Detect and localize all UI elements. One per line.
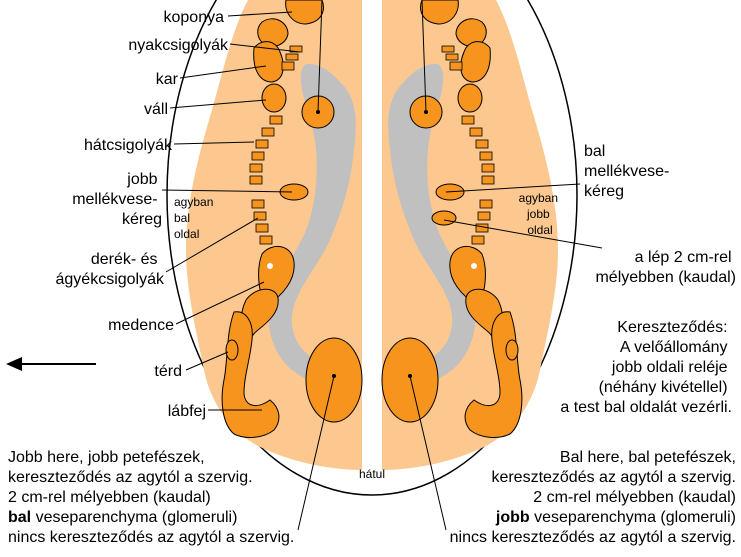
left-vall-shape (262, 84, 286, 112)
bottom-right-line: jobb veseparenchyma (glomeruli) (495, 509, 736, 526)
right-white-dot (471, 263, 477, 269)
label-lep: a lép 2 cm-rel mélyebben (kaudal) (595, 249, 736, 286)
label-derek-agyek: derék- és ágyékcsigolyák (56, 251, 166, 288)
label-hatcsigolyak: hátcsigolyák (84, 137, 173, 154)
bottom-right-line: nincs kereszteződés az agytól a szervig. (450, 529, 736, 546)
label-jobb-mellekvese: jobb mellékvese- kéreg (72, 171, 162, 228)
label-koponya: koponya (164, 9, 225, 26)
left-arrow-icon (6, 357, 96, 371)
bottom-right-line: 2 cm-rel mélyebben (kaudal) (533, 489, 736, 506)
bottom-left-line: nincs kereszteződés az agytól a szervig. (8, 529, 294, 546)
bottom-right-line: Bal here, bal petefészek, (560, 449, 736, 466)
bottom-left-line: 2 cm-rel mélyebben (kaudal) (8, 489, 211, 506)
label-medence: medence (108, 317, 174, 334)
left-terd-detail (226, 340, 238, 360)
label-nyakcsigolyak: nyakcsigolyák (128, 37, 229, 54)
label-hatul: hátul (359, 467, 385, 481)
bottom-left-text: Jobb here, jobb petefészek, kereszteződés… (8, 449, 294, 546)
label-terd: térd (154, 363, 182, 380)
label-labfej: lábfej (168, 403, 206, 420)
bottom-left-line: bal veseparenchyma (glomeruli) (8, 509, 237, 526)
label-vall: váll (144, 101, 168, 118)
bottom-right-text: Bal here, bal petefészek, kereszteződés a… (450, 449, 736, 546)
label-kar: kar (156, 71, 179, 88)
bottom-left-line: kereszteződés az agytól a szervig. (8, 469, 253, 486)
bottom-right-line: kereszteződés az agytól a szervig. (491, 469, 736, 486)
left-labfej-nucleus (306, 338, 362, 422)
bottom-left-line: Jobb here, jobb petefészek, (8, 449, 205, 466)
label-keresztezodes: Kereszteződés: A velőállomány jobb oldal… (560, 319, 732, 416)
left-white-dot (267, 263, 273, 269)
label-bal-mellekvese: bal mellékvese- kéreg (584, 143, 674, 200)
